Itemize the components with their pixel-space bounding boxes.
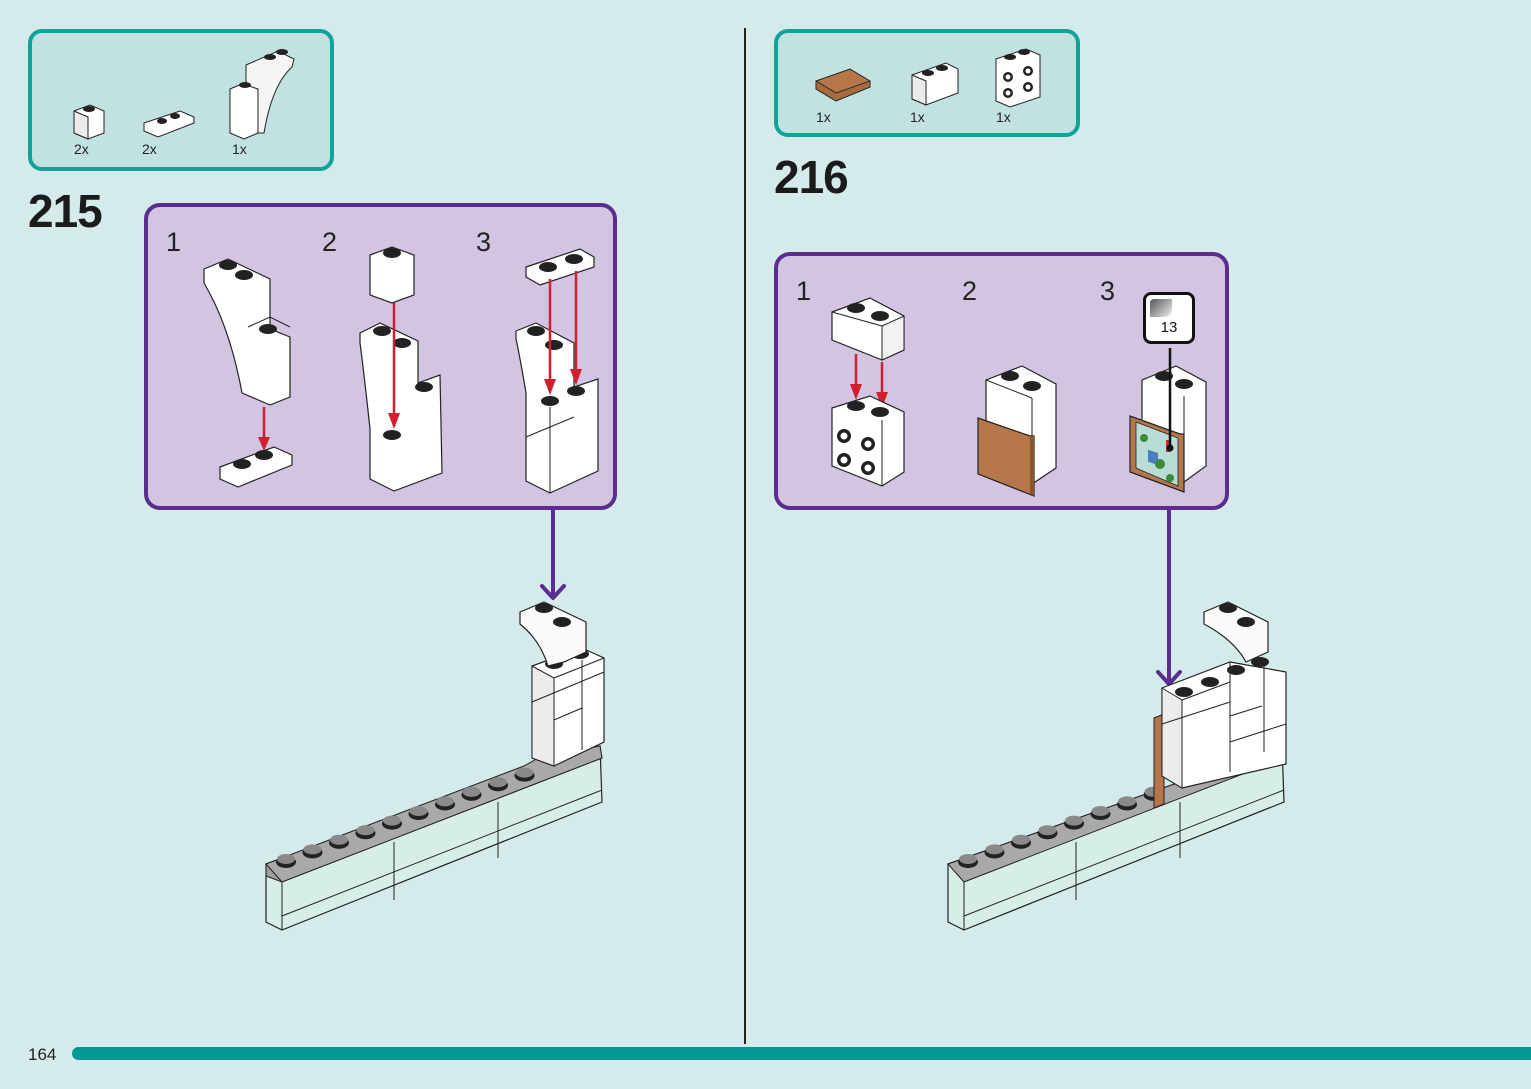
- part-white-plate-1x2: [143, 110, 195, 138]
- stud-top: [959, 854, 977, 864]
- stud-top: [462, 786, 481, 797]
- base-studs: [276, 767, 535, 868]
- stud-top: [985, 844, 1004, 855]
- main-model-216: [947, 601, 1287, 931]
- substep-3-illustration: [1129, 348, 1207, 493]
- part-white-brick-1x1: [73, 104, 105, 140]
- substep-2-illustration: [359, 246, 443, 492]
- substep-3-illustration: [515, 248, 599, 494]
- substep-number: 3: [1100, 276, 1116, 306]
- part-qty: 1x: [232, 141, 247, 157]
- sticker-reference: 13: [1143, 292, 1195, 344]
- substep-number: 3: [476, 227, 492, 257]
- part-qty: 2x: [74, 141, 89, 157]
- part-white-brick-2x2-side-studs: [995, 48, 1041, 108]
- stud-top: [489, 777, 507, 788]
- sticker-number: 13: [1160, 319, 1178, 336]
- sub-assembly-callout-215: 1 2 3: [144, 203, 617, 510]
- parts-list-216: 1x 1x 1x: [774, 29, 1080, 137]
- part-qty: 1x: [996, 109, 1011, 125]
- stud-top: [303, 844, 322, 855]
- stud-top: [383, 815, 401, 826]
- stud-top: [436, 796, 454, 807]
- page-number: 164: [28, 1045, 57, 1064]
- part-qty: 1x: [910, 109, 925, 125]
- substep-number: 1: [796, 276, 812, 306]
- callout-connector-arrow: [1156, 508, 1182, 686]
- sub-assembly-callout-216: 1 2 3: [774, 252, 1229, 510]
- part-white-brick-1x2: [911, 62, 959, 106]
- callout-connector-arrow: [540, 508, 566, 600]
- substep-1-illustration: [203, 258, 293, 488]
- stud-top: [277, 854, 295, 864]
- stud-top: [409, 806, 428, 816]
- stud-top: [330, 834, 348, 845]
- part-brown-tile-2x2: [815, 68, 871, 102]
- page-accent-bar: [72, 1047, 1531, 1060]
- substep-number: 2: [962, 276, 978, 306]
- substep-1-illustration: [831, 297, 905, 487]
- step-number: 216: [774, 151, 849, 203]
- stud-top: [1065, 815, 1083, 826]
- step-number: 215: [28, 185, 103, 237]
- stud-top: [1091, 806, 1110, 816]
- substep-number: 2: [322, 227, 338, 257]
- stud-top: [515, 767, 534, 778]
- substep-number: 1: [166, 227, 182, 257]
- main-model-215: [265, 601, 605, 931]
- part-white-arch-brick: [229, 49, 295, 140]
- part-qty: 2x: [142, 141, 157, 157]
- parts-list-215: 2x 2x 1x: [28, 29, 334, 171]
- part-qty: 1x: [816, 109, 831, 125]
- substep-2-illustration: [977, 365, 1057, 497]
- sticker-icon: [1150, 299, 1172, 317]
- stud-top: [1012, 834, 1030, 845]
- stud-top: [356, 825, 375, 836]
- stud-top: [1038, 825, 1057, 836]
- stud-top: [1118, 796, 1136, 807]
- page-divider: [744, 28, 746, 1044]
